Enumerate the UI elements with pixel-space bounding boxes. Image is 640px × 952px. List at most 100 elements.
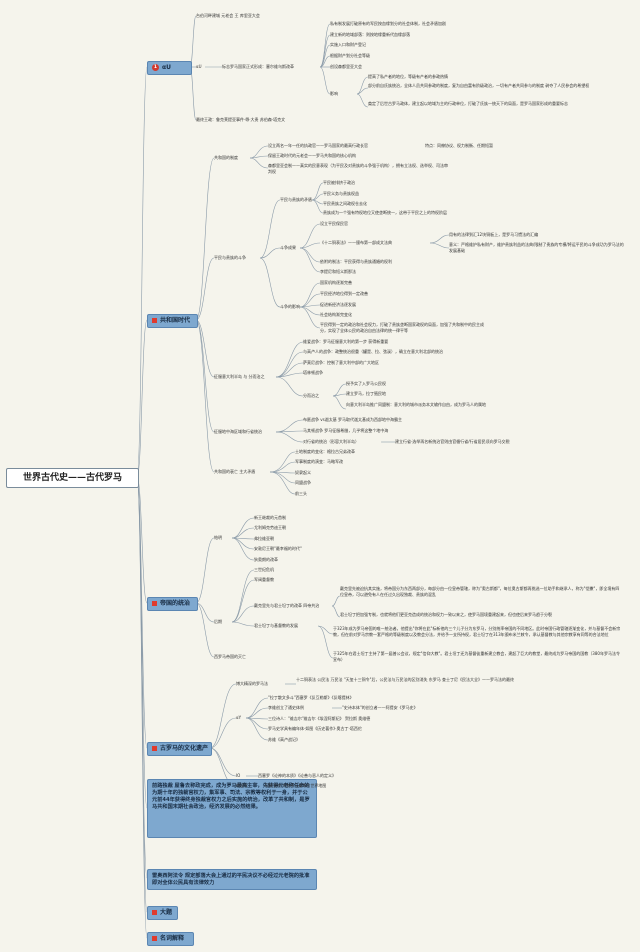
topic-label[interactable]: αY [236, 715, 242, 720]
list-item[interactable]: 狄奥朗的改革 [254, 557, 278, 562]
list-item-note[interactable]: 建立行省·选举再名新统治官则由官循行省/行省居民须向罗马交税 [395, 439, 510, 444]
list-item[interactable]: 军阀重督教 [254, 577, 274, 582]
list-item[interactable]: 提高了私产者的地位，等级有产者的参政热情 [368, 74, 448, 79]
list-item[interactable]: 布匿战争 vs迦太基 罗马取代迦太基成为西部地中海霸主 [303, 417, 402, 422]
topic-republic-decline[interactable]: 共和国的衰亡 主大矛盾 [214, 469, 256, 474]
list-item[interactable]: 新王继裁的元首制 [254, 515, 286, 520]
list-item[interactable]: 君士坦丁把加强专制，也就将他们更亚克造成的统治和权力一致以来之，使罗马国境重建起… [340, 612, 552, 617]
list-item[interactable]: 奴隶起义 [295, 470, 311, 475]
list-item[interactable]: 君士坦丁与基督教的发展 [254, 623, 298, 628]
list-item[interactable]: 平民被排挤于政治 [323, 180, 355, 185]
list-item[interactable]: 弗拉维亚朝 [254, 536, 274, 541]
topic-results[interactable]: 斗争成果 [280, 245, 296, 250]
root-topic[interactable]: 世界古代史——古代罗马 [6, 468, 139, 488]
list-item[interactable]: 维爱战争：罗马征服意大利的第一步 获得新重要 [303, 339, 389, 344]
list-item[interactable]: 土地制度的变化：格拉古兄弟改革 [295, 449, 355, 454]
list-item[interactable]: 建立新的地域部落：则按地缘重新代血缘部落 [330, 32, 410, 37]
list-item[interactable]: 同盟战争 [295, 480, 311, 485]
list-item[interactable]: 森都里亚会制——真实的民意表现（为平民及对贵族的斗争强于机构），拥有立法权、选举… [268, 163, 448, 174]
branch-republic[interactable]: 共和国时代 [147, 314, 198, 328]
topic-western-fall[interactable]: 西罗马帝国的灭亡 [214, 654, 246, 659]
list-item-note[interactable]: 特点：同僚协议、权力制衡、任期短暂 [425, 143, 493, 148]
topic-label[interactable]: IO [236, 773, 241, 778]
list-item[interactable]: 马其顿战争 罗马征服希腊，几乎将这整个地中海 [303, 428, 389, 433]
number-one-icon: 1 [152, 64, 159, 71]
list-item[interactable]: 部分前自氏族统治，全体人员共同参政的制度，复为自由富有阶级政治，一切有产者共同参… [368, 83, 590, 88]
list-item[interactable]: 平民贵族之间政权仓去化 [323, 201, 367, 206]
list-item[interactable]: 设立两名一年一任的执政官——罗马国家的最高行政长官 [268, 143, 368, 148]
list-item[interactable]: 实施入口和财产登记 [330, 42, 366, 47]
list-item[interactable]: 向意大利半岛推广同盟制：意大利的城市派务本文输作自由，成为罗马人的属地 [346, 402, 486, 407]
branch-cultural-heritage[interactable]: 古罗马的文化遗产 [147, 742, 212, 756]
list-item[interactable]: 前三头 [295, 491, 307, 496]
branch-glossary[interactable]: 名词解释 [147, 932, 194, 946]
list-item[interactable]: 奠定了后世古罗马政体，建立起以地域为主的行政单位，打破了氏族一统天下的局面，是罗… [368, 101, 568, 106]
list-item[interactable]: 萨莫尼战争：控制了意大利中部的广大地区 [303, 360, 379, 365]
list-item[interactable]: 根据财产划分社会等级 [330, 53, 370, 58]
square-bullet-icon [152, 746, 157, 751]
list-item[interactable]: 戴克里先与君士坦丁的改革 四帝共治 [254, 603, 320, 608]
list-item[interactable]: 贵族成为一个强有特权地位又使垄断统一，这带于平民之上的特权阶层 [323, 210, 447, 215]
list-item[interactable]: 于325年在君士坦丁主持了第一届普公会议，规定"信仰大教"。君士坦丁还为基督徒重… [333, 651, 620, 662]
topic-republic-system[interactable]: 共和国的制度 [214, 155, 238, 160]
list-item[interactable]: 于323年成为罗马帝国的唯一统治者。他提出"你将在此"标新他的三个儿子分为东罗马… [333, 626, 621, 637]
list-item[interactable]: "拉丁散文多斗"西塞罗《反互勒斯》《反喀提林》 [268, 695, 354, 700]
list-item[interactable]: 三世纪危机 [254, 567, 274, 572]
topic-servian-reform[interactable]: 标志罗马国家正式形成：塞尔维乌斯改革 [222, 64, 294, 69]
list-item-note[interactable]: "史诗本体"的创立者——阿提安《罗马史》 [342, 705, 418, 710]
topic-founding[interactable]: 台伯河畔建城 元老会 王 库里亚大会 [196, 13, 260, 18]
list-item[interactable]: 设立平民保民官 [320, 221, 348, 226]
list-item[interactable]: 与高卢人的战争：政整统治很重（罐是、拉、弦溪），确立在意大利北部的统治 [303, 349, 443, 354]
list-item[interactable]: 平民经济地位得到一定改善 [320, 291, 368, 296]
topic-label[interactable]: αU [196, 64, 202, 69]
list-item[interactable]: 苏维《高卢战记》 [268, 737, 300, 742]
branch-big-questions[interactable]: 大题 [147, 906, 178, 920]
list-item[interactable]: 戴克里先被迫抗其实施，将帝国分为东西两部分，每部分由一位皇帝管辖，称为"奥古斯都… [340, 586, 620, 597]
list-item[interactable]: 罗马史学具有编年体·如图《历史著作》·奥古丁·塔西佗 [268, 726, 362, 731]
topic-late-empire[interactable]: 后期 [214, 619, 222, 624]
topic-conflict[interactable]: 平民与贵族的矛盾 [280, 197, 312, 202]
topic-impact[interactable]: 斗争的影响 [280, 304, 300, 309]
list-item[interactable]: 平民义务与贵族权益 [323, 191, 359, 196]
list-item[interactable]: 创设森都里亚大会 [330, 64, 362, 69]
branch-label: 共和国时代 [160, 317, 191, 324]
list-item[interactable]: 军事制度的演变：马略军改 [295, 459, 343, 464]
list-item[interactable]: 依附的制法：平民获得与贵族通婚的权利 [320, 259, 392, 264]
topic-influence[interactable]: 影响 [330, 91, 338, 96]
list-item[interactable]: 尤利姆克劳迪王朝 [254, 525, 286, 530]
list-item[interactable]: 私有制发展打破原有的军民按血缘划分的社会体制，社会矛盾加剧 [330, 21, 446, 26]
list-item[interactable]: 西塞罗《论神的本质》《论善与恶人的定义》 [258, 773, 336, 778]
list-item[interactable]: 社会结构渐完变化 [320, 312, 352, 317]
list-item[interactable]: 授予实了入罗马公民权 [346, 381, 386, 386]
list-item[interactable]: 对行省的统治（形容大利半岛） [303, 439, 359, 444]
list-item[interactable]: 促进新经济法逐发展 [320, 302, 356, 307]
square-bullet-icon [152, 601, 157, 606]
branch-empire[interactable]: 帝国的统治 [147, 597, 198, 611]
list-item[interactable]: 保留王政时代的元老会——罗马共和国的核心机构 [268, 153, 356, 158]
topic-conquer-italy[interactable]: 征服意大利半岛 与 分而治之 [214, 374, 265, 379]
topic-mediterranean[interactable]: 征服地中海区域和行省统治 [214, 429, 262, 434]
list-item[interactable]: 塔林顿战争 [303, 370, 323, 375]
list-item[interactable]: 李提尼和短义斯那法 [320, 269, 356, 274]
topic-early-empire[interactable]: 帕明 [214, 535, 222, 540]
topic-struggle[interactable]: 平民与贵族的斗争 [214, 255, 246, 260]
list-item[interactable]: 平民得到一定的政治和社会权力，打破了贵族垄断国家政权的局面，加强了共和制中的民主… [320, 322, 484, 333]
list-item[interactable]: 意义：严格维护私有财产，维护贵族利益的法典/限制了贵族的专横/将运平民的斗争成功… [449, 242, 624, 253]
note-caesar-dictatorship[interactable]: 前路独裁 屋鲁去称政完成，成为罗马最高主宰，先获得元老称任命的为期十年的独裁官权… [147, 779, 317, 838]
topic-roman-law[interactable]: 博大精深的罗马法 [236, 681, 268, 686]
note-hortensian-law[interactable]: 雷奥西阿法令 规定部落大会上通过的平民决议不必经过元老院的批准即对全体公民具有法… [147, 869, 317, 890]
list-item[interactable]: 用有的法律到汇12块铜板上，是罗马习惯法的汇编 [449, 232, 539, 237]
list-item[interactable]: 国家机构逐渐完善 [320, 280, 352, 285]
topic-divide-rule[interactable]: 分而治之 [303, 393, 319, 398]
square-bullet-icon [152, 936, 157, 941]
list-item[interactable]: 安敦尼王朝"最幸福的时代" [254, 546, 302, 551]
list-item[interactable]: 十二铜表法 公民法 万民法 "天玺十三铜令"后，公民法与万民法的区别消失 东罗马… [296, 677, 515, 682]
list-item[interactable]: 阿格里帕 托勒密马基等的世界地图 [265, 783, 327, 788]
list-item[interactable]: 《十二铜表法》——颁布第一部成文法典 [320, 240, 392, 245]
topic-geography[interactable]: 地理学 [236, 783, 248, 788]
list-item[interactable]: 李维创立了通史体例 [268, 705, 304, 710]
list-item[interactable]: 三位诗人："维吉尔"维吉尔《埃涅阿斯纪》 贺拉斯 奥维德 [268, 716, 371, 721]
topic-end-of-kingdom[interactable]: 最终王政：鲁克莱提亚事件·辱·大贵 苏伯森·塔克文 [196, 117, 286, 122]
list-item[interactable]: 建立罗马，拉丁殖民地 [346, 391, 386, 396]
